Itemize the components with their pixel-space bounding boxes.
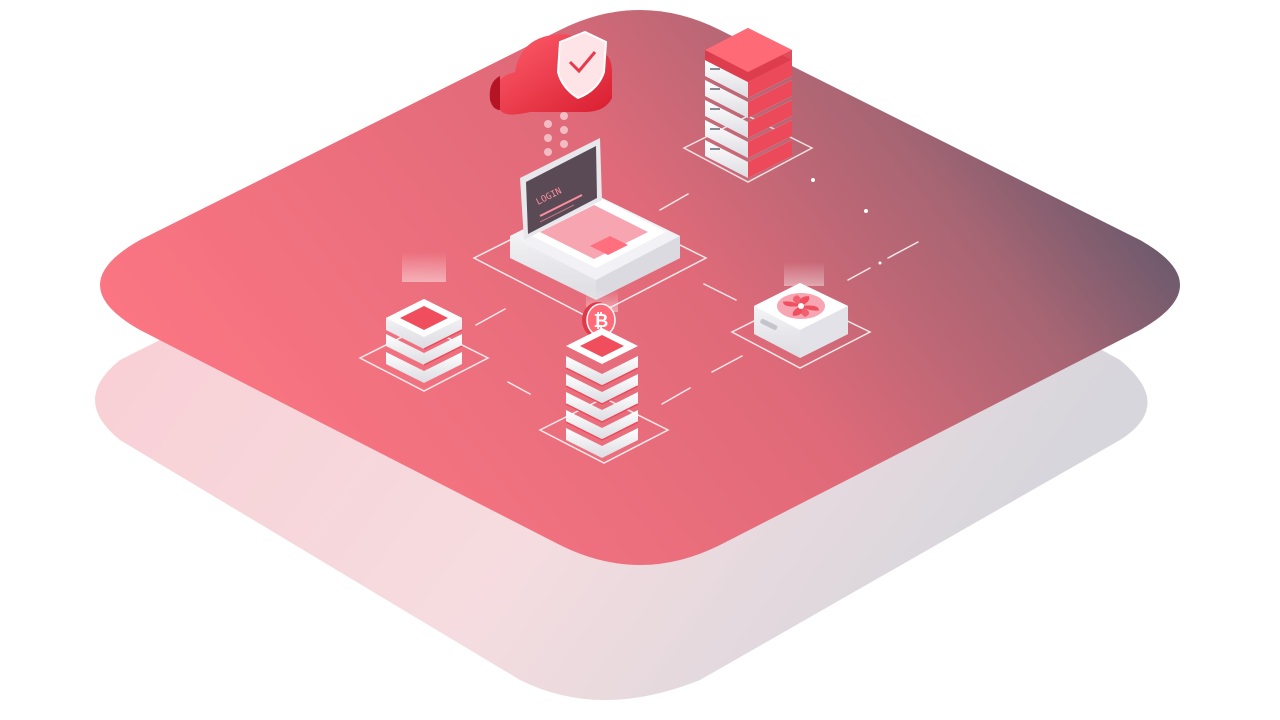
bitcoin-symbol: ₿: [594, 311, 609, 332]
bitcoin-coin-icon: ₿: [582, 290, 618, 338]
cloud-shield-icon: [489, 30, 612, 115]
spark-dots: [811, 178, 882, 265]
server-stack-icon: [538, 328, 670, 464]
server-rack-icon: [682, 28, 814, 183]
cloud-dots: [544, 112, 568, 156]
platform-top: [100, 10, 1180, 565]
connection-lines: [475, 193, 919, 405]
laptop-icon: LOGIN: [472, 138, 708, 319]
cooling-fan-icon: [730, 262, 872, 369]
storage-block-icon: [358, 252, 490, 392]
